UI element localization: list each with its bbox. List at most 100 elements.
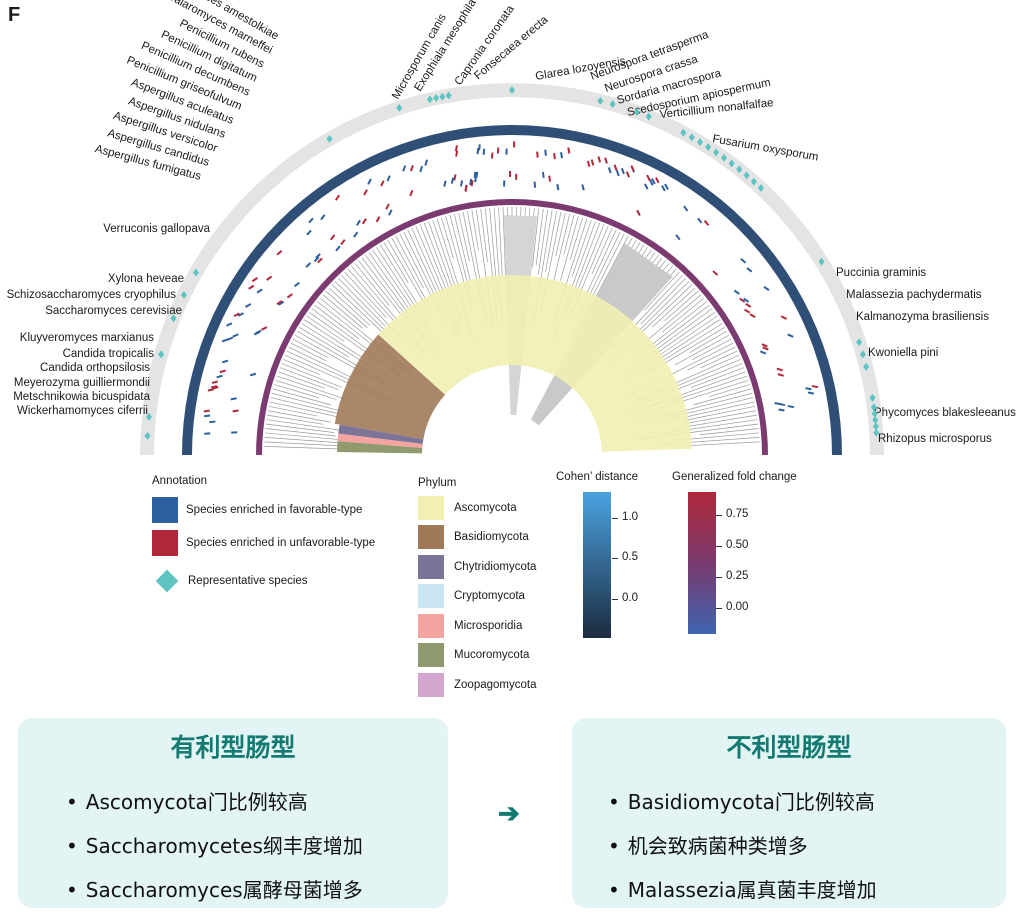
branch	[322, 294, 363, 329]
phylum-legend-label: Ascomycota	[454, 501, 517, 514]
diamond-icon	[728, 159, 735, 168]
branch	[281, 363, 342, 388]
cohen-tick: 0.0	[612, 592, 638, 604]
species-label: Saccharomyces cerevisiae	[45, 305, 182, 317]
branch	[591, 227, 613, 275]
enrichment-marker	[636, 209, 641, 216]
diamond-icon	[326, 134, 333, 143]
enrichment-marker	[204, 414, 211, 418]
phylum-legend-item: Basidiomycota	[418, 523, 536, 553]
phylum-legend-label: Basidiomycota	[454, 531, 529, 544]
enrichment-marker	[450, 177, 455, 184]
branch	[292, 338, 328, 358]
branch	[563, 214, 575, 255]
enrichment-marker	[221, 338, 229, 343]
enrichment-marker	[261, 326, 268, 331]
diamond-icon	[688, 133, 695, 142]
branch	[279, 367, 339, 391]
branch	[535, 208, 544, 265]
diamond-icon	[757, 184, 764, 193]
enrichment-marker	[560, 152, 564, 159]
favorable-swatch	[152, 497, 178, 523]
enrichment-marker	[664, 183, 669, 190]
legend-unfavorable-label: Species enriched in unfavorable-type	[186, 537, 376, 549]
enrichment-marker	[625, 171, 630, 178]
branch	[328, 287, 371, 326]
enrichment-marker	[712, 270, 719, 276]
enrichment-marker	[613, 164, 618, 171]
enrichment-marker	[778, 402, 786, 407]
diamond-icon	[439, 92, 446, 101]
phylum-legend-label: Chytridiomycota	[454, 560, 537, 573]
enrichment-marker	[777, 373, 784, 377]
enrichment-marker	[586, 160, 591, 168]
phylum-swatch	[418, 554, 444, 579]
enrichment-marker	[548, 175, 552, 182]
branch	[453, 213, 471, 281]
enrichment-marker	[460, 180, 464, 187]
enrichment-marker	[505, 148, 508, 155]
enrichment-marker	[630, 165, 635, 172]
enrichment-marker	[491, 152, 494, 159]
wedge-basidiomycota	[334, 334, 446, 440]
annotation-rings	[140, 83, 884, 456]
enrichment-marker	[375, 216, 381, 223]
diamond-icon	[633, 108, 640, 117]
phylum-legend-item: Microsporidia	[418, 611, 536, 641]
branch	[699, 428, 759, 436]
branch	[502, 207, 506, 278]
species-label: Wickerhamomyces ciferrii	[17, 405, 148, 417]
diamond-icon	[158, 350, 165, 359]
enrichment-marker	[313, 256, 320, 263]
diamond-icon	[705, 143, 712, 152]
cohen-tick: 0.5	[612, 551, 638, 563]
wedge-microsporidia	[337, 433, 423, 448]
branch	[498, 207, 504, 284]
enrichment-marker	[276, 250, 283, 256]
branch	[692, 338, 732, 360]
branch	[690, 367, 745, 388]
enrichment-marker	[203, 409, 210, 413]
enrichment-marker	[615, 169, 620, 177]
favorable-summary-box: 有利型肠型 Ascomycota门比例较高 Saccharomycetes纲丰度…	[18, 718, 448, 908]
diamond-icon	[872, 416, 879, 425]
enrichment-marker	[249, 372, 257, 377]
enrichment-marker	[675, 234, 681, 241]
branch	[680, 441, 760, 447]
species-label: Puccinia graminis	[836, 267, 926, 279]
enrichment-marker	[315, 253, 321, 259]
enrichment-marker	[221, 359, 229, 364]
branch	[265, 428, 336, 437]
enrichment-marker	[276, 300, 283, 306]
branch	[555, 212, 566, 257]
wedge-chytridiomycota	[338, 424, 424, 445]
branch	[358, 260, 401, 314]
enrichment-marker	[646, 174, 651, 181]
gfc-colorbar	[688, 492, 716, 634]
branch	[265, 423, 335, 433]
enrichment-marker	[805, 387, 812, 391]
phylum-swatch	[418, 525, 444, 550]
enrichment-marker	[320, 214, 326, 221]
enrichment-marker	[443, 180, 447, 187]
enrichment-marker	[749, 313, 756, 319]
cohen-legend: Cohen’ distance	[556, 471, 638, 483]
enrichment-marker	[762, 346, 769, 351]
branch	[571, 219, 592, 278]
enrichment-marker	[256, 288, 263, 294]
enrichment-marker	[266, 275, 273, 281]
diamond-icon	[713, 148, 720, 157]
enrichment-marker	[386, 175, 391, 182]
phylum-legend-title: Phylum	[418, 477, 457, 489]
enrichment-marker	[237, 312, 244, 317]
enrichment-marker	[651, 178, 656, 185]
branch	[532, 208, 540, 268]
enrichment-marker	[231, 431, 238, 434]
branch	[678, 410, 757, 426]
branch	[275, 379, 336, 400]
enrichment-marker	[604, 157, 608, 164]
phylum-legend-item: Ascomycota	[418, 493, 536, 523]
diamond-icon	[856, 338, 863, 347]
diamond-icon	[696, 138, 703, 147]
